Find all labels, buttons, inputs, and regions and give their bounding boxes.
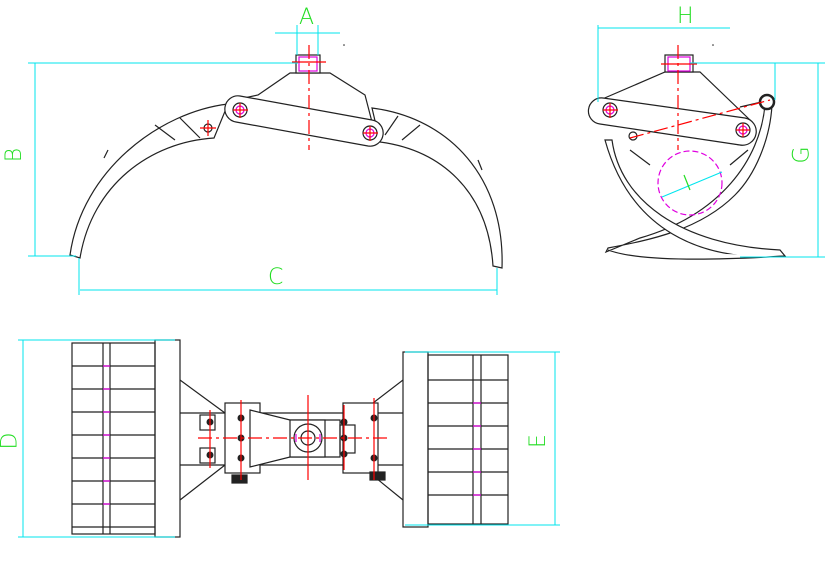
right-arm [371, 107, 503, 269]
dimension-label-b: B [2, 147, 28, 163]
center-frame [179, 379, 404, 501]
dimension-label-d: D [0, 433, 22, 450]
dimension-label-e: E [525, 434, 551, 448]
link-plate [224, 95, 384, 147]
swivel-pin [295, 54, 321, 74]
left-tine-grid [71, 339, 181, 538]
log-diameter-circle [657, 150, 723, 216]
dimension-label-a: A [299, 5, 315, 30]
dimension-label-h: H [677, 4, 694, 29]
dimension-label-g: G [789, 146, 815, 164]
top-view [18, 339, 560, 538]
right-tine-grid [402, 351, 509, 528]
front-view [28, 25, 503, 295]
dimension-label-c: C [268, 265, 284, 290]
side-view [587, 25, 825, 260]
